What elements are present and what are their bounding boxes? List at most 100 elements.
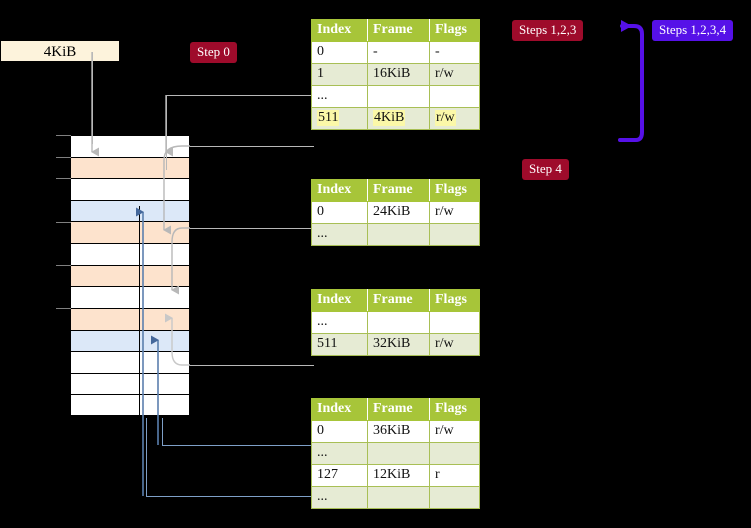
frame-tick: [56, 178, 71, 179]
cell-index: 511: [311, 107, 368, 130]
cell-flags: [429, 223, 480, 246]
cell-frame: [367, 442, 430, 465]
cell-index: 0: [311, 201, 368, 224]
column-header-flags: Flags: [429, 179, 480, 202]
connector-table1-row1-horizontal: [190, 146, 314, 147]
cell-flags: r: [429, 464, 480, 487]
memory-frame-row: [70, 178, 190, 200]
frame-tick: [56, 265, 71, 266]
cell-frame: [367, 85, 430, 108]
step-4-label: Step 4: [522, 159, 569, 180]
frame-tick: [56, 222, 71, 223]
memory-frame-row: [70, 394, 190, 417]
cell-index: ...: [311, 85, 368, 108]
cell-index: ...: [311, 486, 368, 509]
cell-frame: [367, 223, 430, 246]
cell-flags: r/w: [429, 63, 480, 86]
column-header-frame: Frame: [367, 289, 430, 312]
steps-1-2-3-4-label: Steps 1,2,3,4: [652, 20, 734, 41]
cell-frame: [367, 311, 430, 334]
step-0-label: Step 0: [190, 42, 237, 63]
connector-table4-row0-vertical: [162, 418, 163, 445]
table-header-row: Index Frame Flags: [311, 179, 480, 202]
cell-flags: r/w: [429, 107, 480, 130]
cell-flags: [429, 486, 480, 509]
memory-frame-row: [70, 199, 190, 222]
column-header-flags: Flags: [429, 398, 480, 421]
cell-index: 0: [311, 41, 368, 64]
memory-frame-row: [70, 243, 190, 265]
cell-flags: r/w: [429, 420, 480, 443]
frame-tick: [56, 308, 71, 309]
connector-table1-vertical: [166, 95, 167, 170]
memory-frame-row: [70, 329, 190, 352]
memory-frame-row: [70, 351, 190, 373]
table-row: ...: [311, 486, 480, 509]
table-row: ...: [311, 442, 480, 465]
cell-index: ...: [311, 223, 368, 246]
column-header-flags: Flags: [429, 19, 480, 42]
memory-column-divider: [139, 206, 140, 416]
column-header-flags: Flags: [429, 289, 480, 312]
cell-frame: 36KiB: [367, 420, 430, 443]
memory-frame-row: [70, 135, 190, 157]
table-row: ...: [311, 85, 480, 108]
cell-flags: [429, 442, 480, 465]
cell-index: 1: [311, 63, 368, 86]
cell-frame: 12KiB: [367, 464, 430, 487]
memory-frame-row: [70, 264, 190, 287]
connector-table2-horizontal: [190, 228, 314, 229]
table-row: ...: [311, 311, 480, 334]
column-header-index: Index: [311, 179, 368, 202]
connector-table4-row0-horizontal: [162, 445, 314, 446]
connector-table4-row127-vertical: [146, 418, 147, 496]
column-header-frame: Frame: [367, 179, 430, 202]
cell-frame: 4KiB: [367, 107, 430, 130]
cell-index: 511: [311, 333, 368, 356]
column-header-index: Index: [311, 289, 368, 312]
cell-frame: 24KiB: [367, 201, 430, 224]
memory-frame-row: [70, 372, 190, 395]
cell-index: 0: [311, 420, 368, 443]
cell-frame: 16KiB: [367, 63, 430, 86]
cell-flags: -: [429, 41, 480, 64]
column-header-index: Index: [311, 398, 368, 421]
memory-frame-row: [70, 221, 190, 244]
physical-memory-column: [70, 135, 190, 417]
column-header-index: Index: [311, 19, 368, 42]
connector-table3-horizontal: [190, 365, 314, 366]
column-header-frame: Frame: [367, 398, 430, 421]
highlight-span: 511: [317, 110, 340, 126]
cell-index: ...: [311, 442, 368, 465]
table-row: 0--: [311, 41, 480, 64]
cell-flags: r/w: [429, 333, 480, 356]
memory-frame-row: [70, 307, 190, 330]
cell-frame: -: [367, 41, 430, 64]
table-header-row: Index Frame Flags: [311, 398, 480, 421]
steps-1-2-3-label: Steps 1,2,3: [512, 20, 584, 41]
cell-flags: r/w: [429, 201, 480, 224]
page-box-4kib: 4KiB: [0, 40, 120, 62]
connector-pagebox-to-frame: [92, 52, 93, 144]
cell-frame: [367, 486, 430, 509]
memory-frame-row: [70, 156, 190, 179]
cell-flags: [429, 85, 480, 108]
page-box-label: 4KiB: [43, 44, 77, 60]
frame-tick: [56, 157, 71, 158]
column-header-frame: Frame: [367, 19, 430, 42]
cell-index: 127: [311, 464, 368, 487]
connector-table4-row127-horizontal: [146, 496, 314, 497]
table-header-row: Index Frame Flags: [311, 19, 480, 42]
highlight-span: 4KiB: [373, 110, 406, 126]
